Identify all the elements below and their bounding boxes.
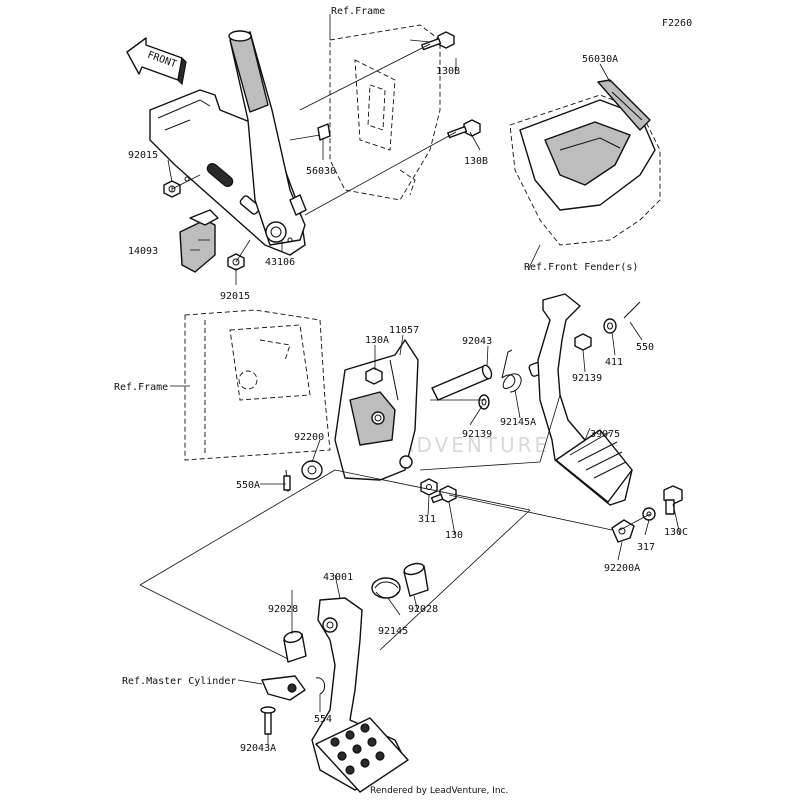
part-92028-bushing-left (283, 630, 307, 663)
label-130B-upper: 130B (436, 66, 460, 77)
label-ref-front-fender: Ref.Front Fender(s) (524, 262, 638, 273)
part-317-washer (642, 507, 656, 521)
label-ref-frame-top: Ref.Frame (331, 6, 385, 17)
front-arrow-icon: FRONT (126, 37, 187, 86)
label-14093: 14093 (128, 246, 158, 257)
part-11057-bracket (334, 339, 419, 481)
part-130-bolt (430, 485, 457, 504)
label-92028-left: 92028 (268, 604, 298, 615)
part-92028-bushing-right (403, 562, 429, 597)
label-43106: 43106 (265, 257, 295, 268)
label-130C: 130C (664, 527, 688, 538)
label-92145A: 92145A (500, 417, 536, 428)
part-130C-bolt (663, 485, 683, 515)
master-cylinder-clevis (261, 675, 306, 701)
part-56030-clip (317, 123, 331, 141)
label-550: 550 (636, 342, 654, 353)
part-43001-brake-pedal (311, 597, 409, 793)
label-92200A: 92200A (604, 563, 640, 574)
label-11057: 11057 (389, 325, 419, 336)
part-311-nut (420, 478, 438, 496)
label-39075: 39075 (590, 429, 620, 440)
label-ref-master-cylinder: Ref.Master Cylinder (122, 676, 236, 687)
label-leader-lines (167, 14, 681, 745)
label-92139-right: 92139 (572, 373, 602, 384)
label-92015-upper: 92015 (128, 150, 158, 161)
part-labels: Ref.Frame 130B 130B 56030A 56030 92015 1… (114, 6, 688, 754)
label-130: 130 (445, 530, 463, 541)
diagram-code: F2260 (662, 18, 692, 29)
label-411: 411 (605, 357, 623, 368)
part-92200-washer (301, 460, 323, 480)
part-92139-washer-left (478, 394, 490, 410)
label-ref-frame-left: Ref.Frame (114, 382, 168, 393)
part-554-clip (315, 677, 326, 695)
part-39075-accelerator-pedal (537, 293, 633, 506)
pedal-pad-holes (330, 723, 385, 775)
label-92043: 92043 (462, 336, 492, 347)
parking-brake-lever-assembly (149, 30, 307, 256)
label-130A: 130A (365, 335, 389, 346)
label-311: 311 (418, 514, 436, 525)
part-92145-spring (371, 577, 401, 599)
part-92043A-pin (260, 706, 276, 735)
guide-lines-lower-box (139, 469, 531, 661)
part-14093-cover (179, 209, 219, 273)
part-92043-shaft (431, 364, 493, 401)
label-92139-left: 92139 (462, 429, 492, 440)
label-554: 554 (314, 714, 332, 725)
ref-frame-top-outline (329, 24, 441, 201)
label-92145: 92145 (378, 626, 408, 637)
label-92028-right: 92028 (408, 604, 438, 615)
part-550-pin (623, 301, 641, 319)
guide-lines-middle (419, 394, 651, 531)
part-56030A-emblem (597, 79, 651, 131)
part-411-washer (603, 318, 617, 334)
label-43001: 43001 (323, 572, 353, 583)
leader-lines-top (171, 134, 321, 263)
label-550A: 550A (236, 480, 260, 491)
guide-lines-top (299, 43, 457, 216)
footer-credit: Rendered by LeadVenture, Inc. (370, 786, 508, 796)
label-130B-lower: 130B (464, 156, 488, 167)
label-56030: 56030 (306, 166, 336, 177)
part-92200A-nut-plate (611, 519, 635, 543)
label-56030A: 56030A (582, 54, 618, 65)
ref-front-fender-outline (509, 94, 661, 246)
part-550A-pin (283, 469, 291, 493)
part-130A-bolt (365, 367, 383, 385)
part-92139-washer-right (574, 333, 592, 351)
label-92043A: 92043A (240, 743, 276, 754)
label-317: 317 (637, 542, 655, 553)
part-92145A-spring (501, 349, 522, 393)
ref-frame-left-outline (184, 309, 331, 461)
label-92015-lower: 92015 (220, 291, 250, 302)
part-130B-bolt-lower (447, 119, 481, 139)
label-92200: 92200 (294, 432, 324, 443)
part-130B-bolt-upper (421, 31, 455, 51)
